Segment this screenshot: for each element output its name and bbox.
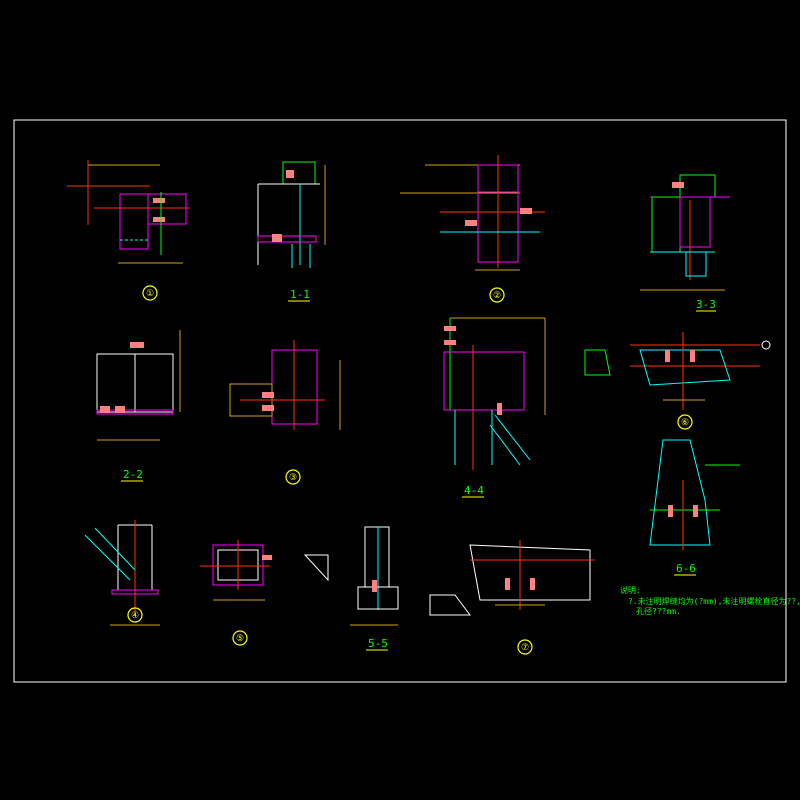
section-6-6-drawing	[649, 439, 740, 550]
section-3-3-drawing	[640, 174, 730, 291]
detail-7-label: ⑦	[521, 643, 529, 653]
detail-3-drawing	[229, 340, 341, 430]
detail-7-drawing	[429, 540, 595, 616]
detail-5-drawing	[200, 540, 272, 601]
detail-3-label: ③	[289, 473, 297, 483]
detail-2-drawing	[400, 155, 545, 271]
detail-4-drawing	[84, 520, 160, 626]
section-4-4-label: 4-4	[464, 484, 484, 497]
section-6-6-label: 6-6	[676, 562, 696, 575]
section-2-2-drawing	[96, 330, 181, 441]
notes-line-2: 孔径???mm.	[636, 606, 681, 616]
notes-line-1: ?.未注明焊缝均为(?mm),未注明螺栓直径为??,螺栓孔	[628, 596, 800, 606]
detail-6-label: ⑥	[681, 418, 689, 428]
notes-title: 说明:	[620, 585, 641, 595]
detail-4-label: ④	[131, 611, 139, 621]
section-3-3-label: 3-3	[696, 298, 716, 311]
section-5-5-label: 5-5	[368, 637, 388, 650]
detail-1-label: ①	[146, 289, 154, 299]
drawing-frame	[13, 119, 787, 683]
section-4-4-drawing	[443, 317, 546, 470]
section-1-1-label: 1-1	[290, 288, 310, 301]
section-5-5-drawing	[303, 526, 399, 626]
detail-6-drawing	[584, 332, 771, 410]
section-1-1-drawing	[257, 161, 326, 268]
section-2-2-label: 2-2	[123, 468, 143, 481]
detail-2-label: ②	[493, 291, 501, 301]
detail-1-drawing	[67, 160, 190, 264]
detail-5-label: ⑤	[236, 634, 244, 644]
